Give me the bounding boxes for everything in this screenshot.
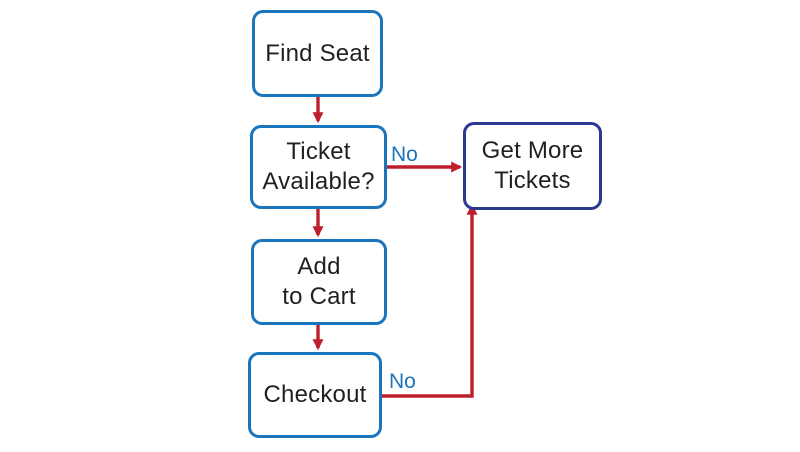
node-ticket-available-label-line1: Ticket xyxy=(286,138,351,166)
node-ticket-available: Ticket Available? xyxy=(250,125,387,209)
node-add-to-cart: Add to Cart xyxy=(251,239,387,325)
node-find-seat-label: Find Seat xyxy=(265,39,370,67)
node-get-more-tickets-label-line1: Get More xyxy=(481,137,584,165)
node-get-more-tickets: Get More Tickets xyxy=(463,122,602,210)
node-get-more-tickets-label-line2: Tickets xyxy=(494,167,571,194)
edge-label-ticket-available-no: No xyxy=(391,143,418,166)
node-checkout: Checkout xyxy=(248,352,382,438)
node-add-to-cart-label-line2: to Cart xyxy=(282,283,356,310)
node-checkout-label: Checkout xyxy=(263,381,367,409)
edge-checkout-to-get-more-tickets xyxy=(381,203,478,398)
node-add-to-cart-label-line1: Add xyxy=(297,253,341,281)
edge-label-checkout-no: No xyxy=(389,370,416,393)
node-find-seat: Find Seat xyxy=(252,10,383,97)
node-ticket-available-label-line2: Available? xyxy=(262,168,375,195)
